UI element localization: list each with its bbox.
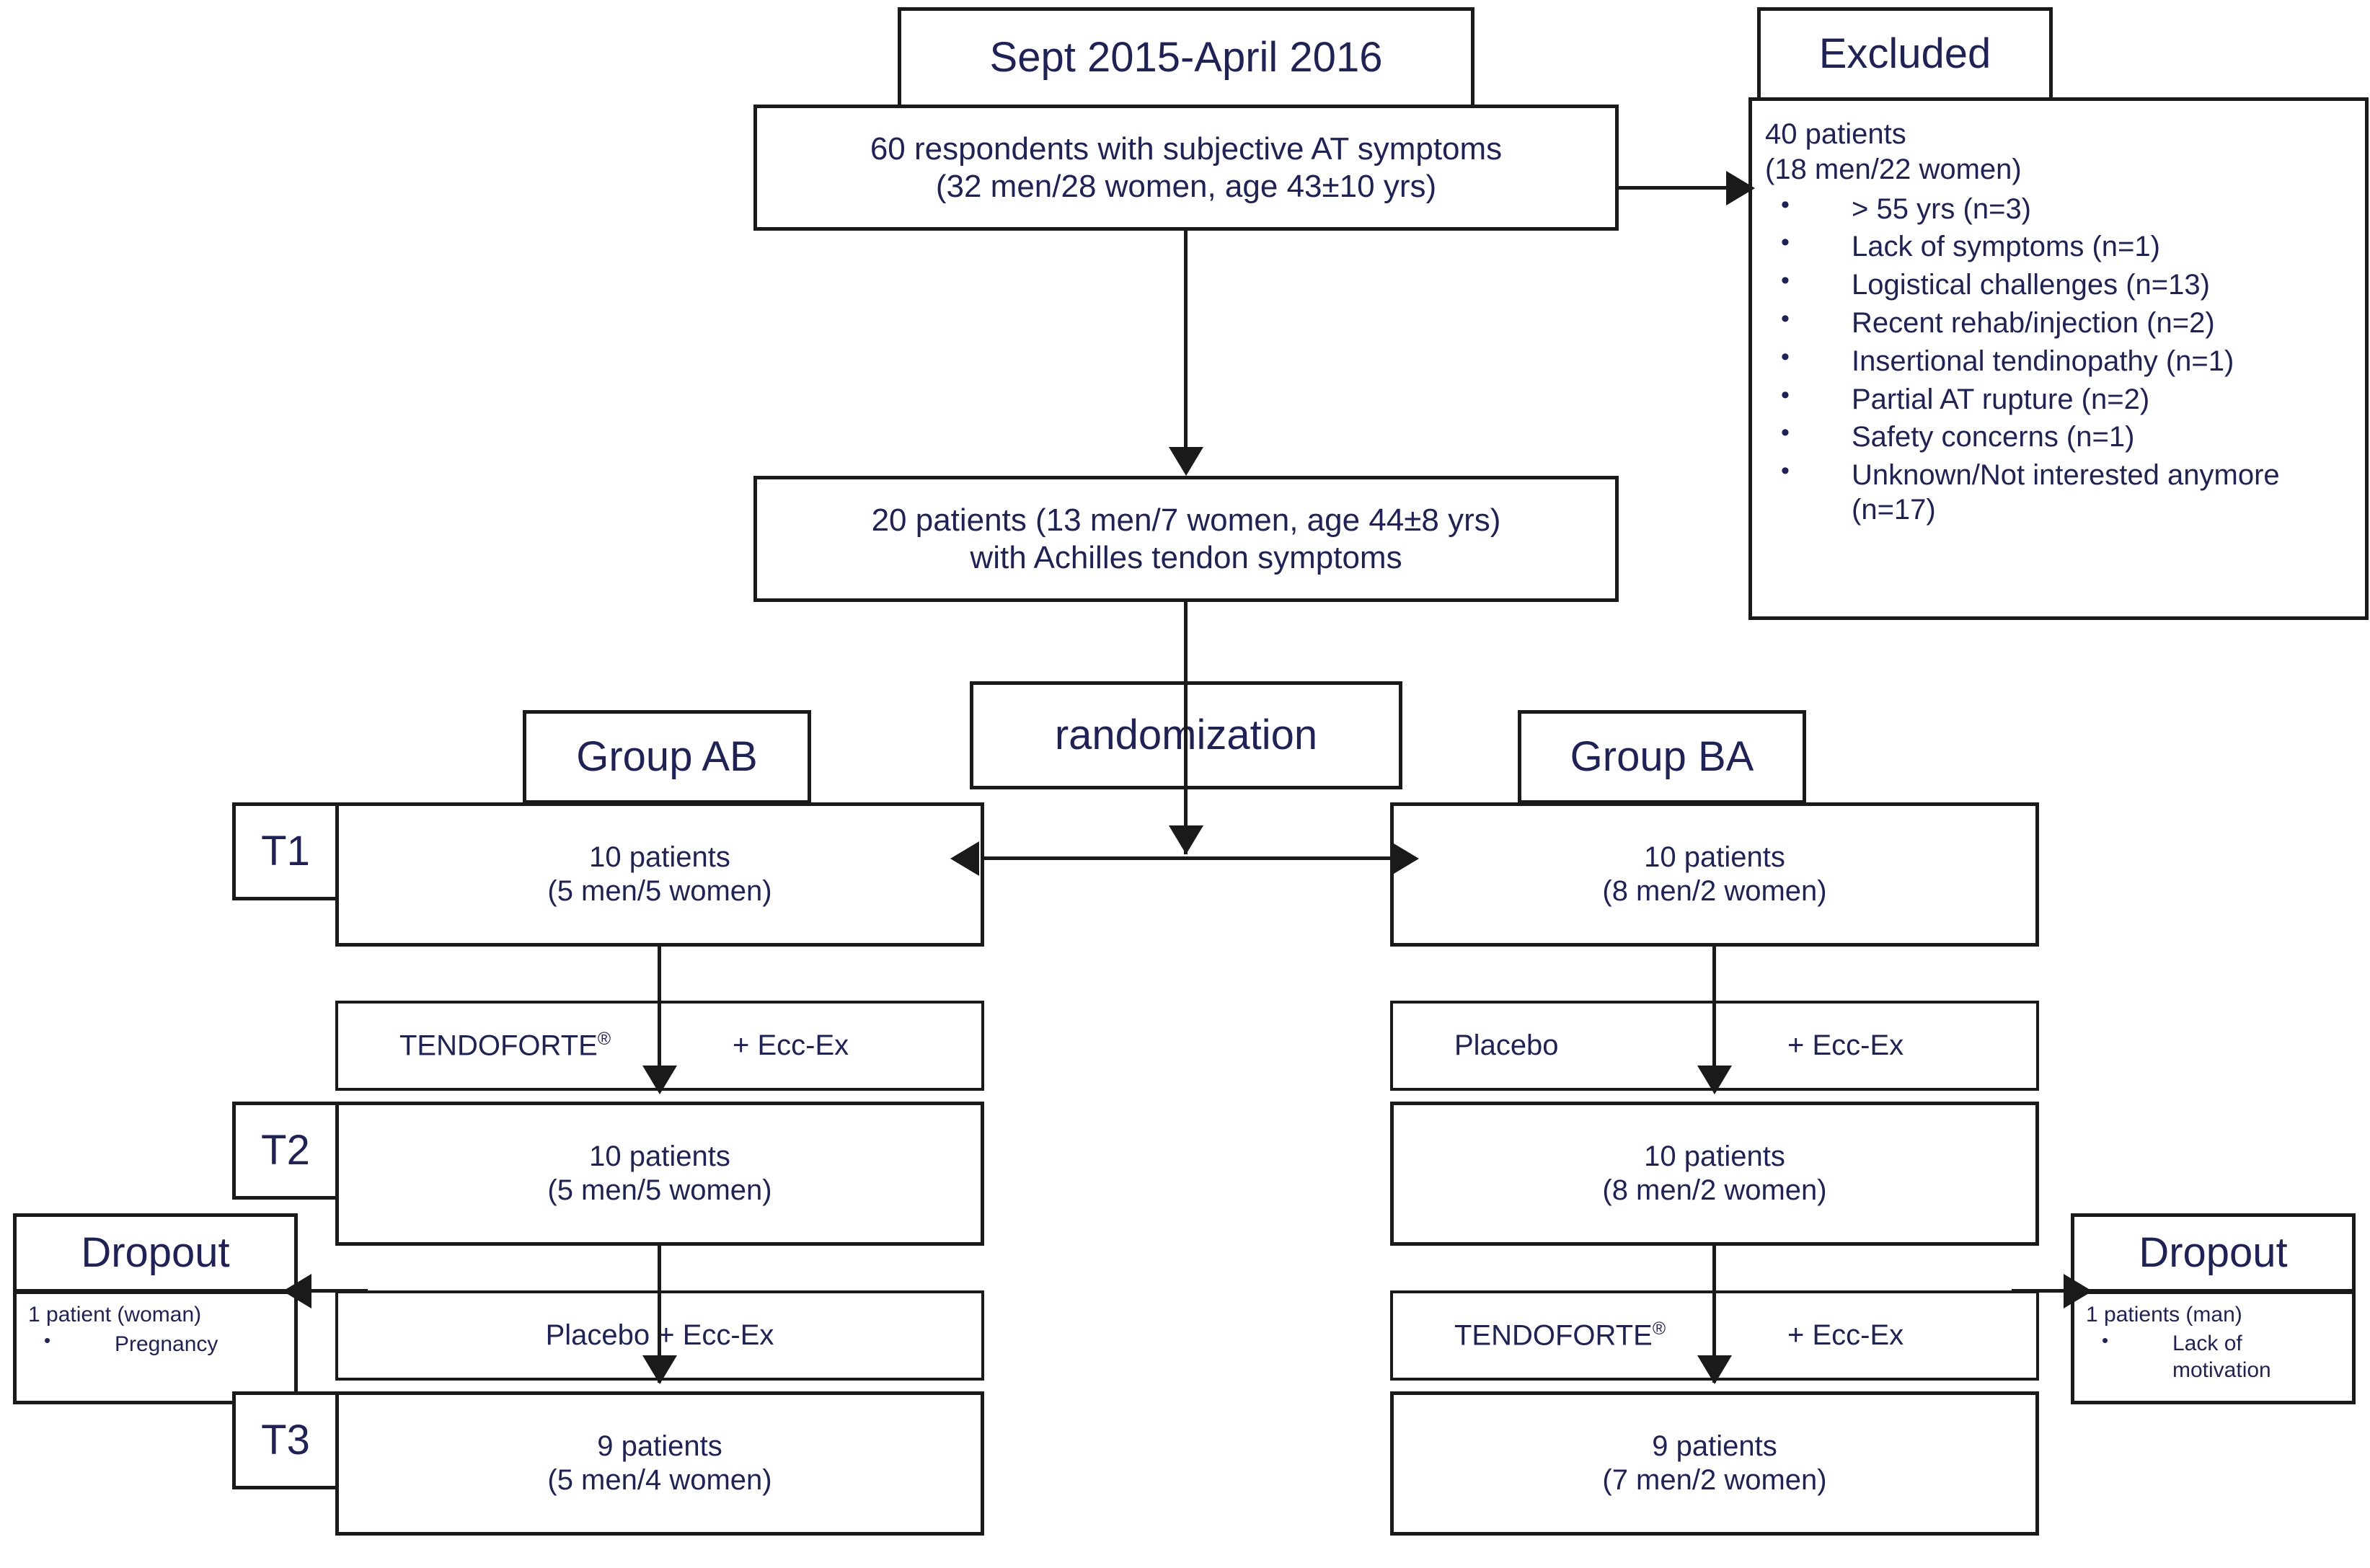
- group-ab-t2-box: 10 patients (5 men/5 women): [335, 1102, 984, 1246]
- list-item: Logistical challenges (n=13): [1765, 266, 2355, 303]
- arrowhead-ba-to-t2: [1697, 1066, 1732, 1094]
- list-item: Insertional tendinopathy (n=1): [1765, 342, 2355, 379]
- connector-ab-t1-to-phase1: [658, 947, 661, 1040]
- arrowhead-to-excluded: [1726, 171, 1755, 205]
- group-ba-header: Group BA: [1518, 710, 1806, 804]
- connector-ab-phase1-through: [658, 1001, 661, 1091]
- connector-ba-to-dropout: [2012, 1289, 2069, 1293]
- group-ab-t1-box: 10 patients (5 men/5 women): [335, 802, 984, 947]
- arrowhead-ab-to-t2: [642, 1066, 677, 1094]
- dropout-left-details: 1 patient (woman) Pregnancy: [13, 1290, 298, 1404]
- connector-to-enrolled: [1184, 231, 1188, 469]
- group-ba-t2-box: 10 patients (8 men/2 women): [1390, 1102, 2039, 1246]
- respondents-box: 60 respondents with subjective AT sympto…: [753, 105, 1619, 231]
- randomization-split-bar: [981, 856, 1392, 860]
- connector-ba-phase1-through: [1712, 1001, 1716, 1091]
- list-item: Lack of symptoms (n=1): [1765, 228, 2355, 265]
- connector-through-randomization: [1184, 602, 1188, 854]
- excluded-reason-list: > 55 yrs (n=3) Lack of symptoms (n=1) Lo…: [1765, 190, 2355, 531]
- group-ab-t3-box: 9 patients (5 men/4 women): [335, 1391, 984, 1536]
- dropout-left-reason-list: Pregnancy: [28, 1329, 218, 1358]
- arrowhead-randomization-split: [1169, 825, 1203, 854]
- timepoint-t2-label-left: T2: [232, 1102, 339, 1200]
- connector-ba-t1-to-phase1: [1712, 947, 1716, 1040]
- arrowhead-ab-to-t3: [642, 1355, 677, 1384]
- connector-ba-phase2-through: [1712, 1290, 1716, 1383]
- arrowhead-to-group-ab: [950, 841, 979, 876]
- timepoint-t1-label-left: T1: [232, 802, 339, 900]
- connector-to-excluded: [1566, 186, 1732, 190]
- list-item: Partial AT rupture (n=2): [1765, 381, 2355, 417]
- connector-ab-to-dropout: [310, 1289, 368, 1293]
- list-item: Unknown/Not interested anymore (n=17): [1765, 456, 2355, 527]
- dropout-right-reason-list: Lack of motivation: [2086, 1329, 2343, 1384]
- list-item: > 55 yrs (n=3): [1765, 190, 2355, 227]
- arrowhead-ba-dropout: [2064, 1274, 2092, 1308]
- arrowhead-ab-dropout: [283, 1274, 311, 1308]
- group-ab-header: Group AB: [523, 710, 811, 804]
- arrowhead-to-enrolled: [1169, 447, 1203, 476]
- dropout-right-header: Dropout: [2071, 1213, 2356, 1293]
- excluded-header: Excluded: [1757, 7, 2053, 101]
- connector-ab-phase2-through: [658, 1290, 661, 1383]
- dropout-right-details: 1 patients (man) Lack of motivation: [2071, 1290, 2356, 1404]
- arrowhead-ba-to-t3: [1697, 1355, 1732, 1384]
- list-item: Lack of motivation: [2086, 1329, 2343, 1384]
- timepoint-t3-label-left: T3: [232, 1391, 339, 1489]
- list-item: Pregnancy: [28, 1329, 218, 1358]
- group-ba-t1-box: 10 patients (8 men/2 women): [1390, 802, 2039, 947]
- excluded-details-box: 40 patients (18 men/22 women) > 55 yrs (…: [1748, 97, 2369, 620]
- enrolled-box: 20 patients (13 men/7 women, age 44±8 yr…: [753, 476, 1619, 602]
- list-item: Safety concerns (n=1): [1765, 418, 2355, 455]
- dropout-left-header: Dropout: [13, 1213, 298, 1293]
- list-item: Recent rehab/injection (n=2): [1765, 304, 2355, 341]
- study-period-header: Sept 2015-April 2016: [898, 7, 1474, 108]
- arrowhead-to-group-ba: [1390, 841, 1419, 876]
- group-ba-t3-box: 9 patients (7 men/2 women): [1390, 1391, 2039, 1536]
